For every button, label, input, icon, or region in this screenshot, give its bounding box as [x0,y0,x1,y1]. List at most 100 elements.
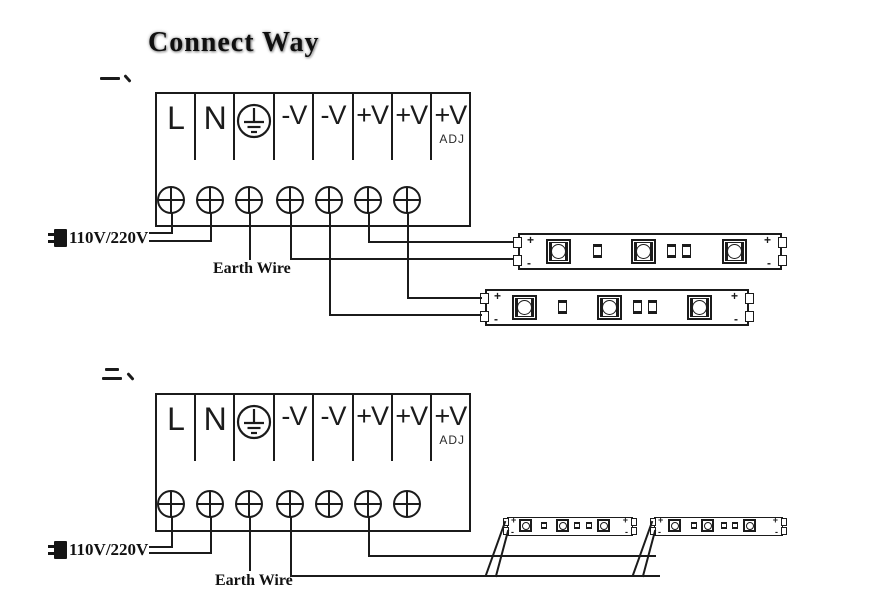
minus-sign: - [527,256,531,270]
terminal-label: +V [395,401,428,431]
solder-pad-plus [781,518,787,526]
terminal-screw [315,490,343,518]
terminal-screw [196,186,224,214]
led-chip [631,239,656,264]
terminal-cell-ground [235,395,276,461]
adj-label: ADJ [439,132,465,146]
resistor [667,244,676,258]
marker-stroke [105,368,119,371]
terminal-cell-L: L [157,395,197,461]
terminal-cell-posV-1: +V [354,395,393,461]
terminal-screw [196,490,224,518]
plus-sign: + [763,233,771,247]
ac-power-input-1: 110V/220V [48,228,149,248]
led-chip [597,295,622,320]
minus-sign: - [775,527,778,537]
solder-pad-plus [503,518,509,526]
earth-wire-label-2: Earth Wire [215,572,293,589]
marker-stroke [100,77,120,80]
terminal-label: L [167,401,185,437]
minus-sign: - [625,527,628,537]
terminal-screw [315,186,343,214]
resistor [593,244,602,258]
plus-sign: + [494,289,502,303]
terminal-screw [393,490,421,518]
terminal-cell-N: N [196,395,236,461]
earth-ground-icon [235,403,273,441]
plus-sign: + [622,515,628,525]
plus-sign: + [772,515,778,525]
wire-negative-strip-b [329,213,482,316]
solder-pad-plus [631,518,637,526]
ac-power-input-2: 110V/220V [48,540,149,560]
marker-comma [126,372,135,381]
led-chip [743,519,756,532]
solder-pad-minus [778,255,787,266]
solder-pad-minus [513,255,522,266]
terminal-label: -V [281,100,307,130]
minus-sign: - [511,527,514,537]
solder-pad-plus [650,518,656,526]
tap-negative-strip-c [494,529,510,578]
terminal-screw [235,490,263,518]
led-chip [701,519,714,532]
power-input-label: 110V/220V [69,228,149,247]
resistor [558,300,567,314]
solder-pad-minus [781,527,787,535]
terminal-cell-posV-1: +V [354,94,393,160]
resistor [541,522,547,529]
section-marker-2: 二、 [102,366,138,386]
terminal-cell-ground [235,94,276,160]
plus-sign: + [730,289,738,303]
led-chip [512,295,537,320]
led-chip [519,519,532,532]
terminal-cell-negV-1: -V [275,395,315,461]
terminal-label: N [203,100,227,136]
terminal-label: +V [356,100,389,130]
page-title: Connect Way [148,27,320,58]
terminal-screw [393,186,421,214]
terminal-screw [235,186,263,214]
terminal-screw [354,186,382,214]
terminal-cell-negV-2: -V [314,94,354,160]
solder-pad-plus [513,237,522,248]
terminal-labels-row: L N -V -V +V +V +V ADJ [157,395,469,461]
led-chip [597,519,610,532]
minus-sign: - [734,312,738,326]
terminal-label: +V [356,401,389,431]
terminal-label: -V [320,401,346,431]
terminal-label: L [167,100,185,136]
resistor [732,522,738,529]
terminal-cell-N: N [196,94,236,160]
resistor [691,522,697,529]
led-strip: + - + - [480,289,754,326]
earth-wire-label-1: Earth Wire [213,260,291,277]
marker-comma [123,74,132,83]
resistor [633,300,642,314]
terminal-cell-posV-adj: +V ADJ [432,395,469,461]
resistor [721,522,727,529]
resistor [648,300,657,314]
terminal-cell-negV-2: -V [314,395,354,461]
solder-pad-minus [650,527,656,535]
solder-pad-minus [503,527,509,535]
power-input-label: 110V/220V [69,540,149,559]
led-chip [722,239,747,264]
terminal-cell-negV-1: -V [275,94,315,160]
solder-pad-plus [778,237,787,248]
solder-pad-plus [480,293,489,304]
earth-ground-icon [235,102,273,140]
led-chip [668,519,681,532]
terminal-label: -V [281,401,307,431]
tap-negative-strip-d [641,529,657,578]
led-strip: + - + - [503,515,637,537]
plus-sign: + [527,233,535,247]
terminal-labels-row: L N -V -V +V +V +V ADJ [157,94,469,160]
terminal-cell-L: L [157,94,197,160]
adj-label: ADJ [439,433,465,447]
terminal-label: -V [320,100,346,130]
plug-icon [48,541,67,559]
solder-pad-plus [745,293,754,304]
plug-icon [48,229,67,247]
